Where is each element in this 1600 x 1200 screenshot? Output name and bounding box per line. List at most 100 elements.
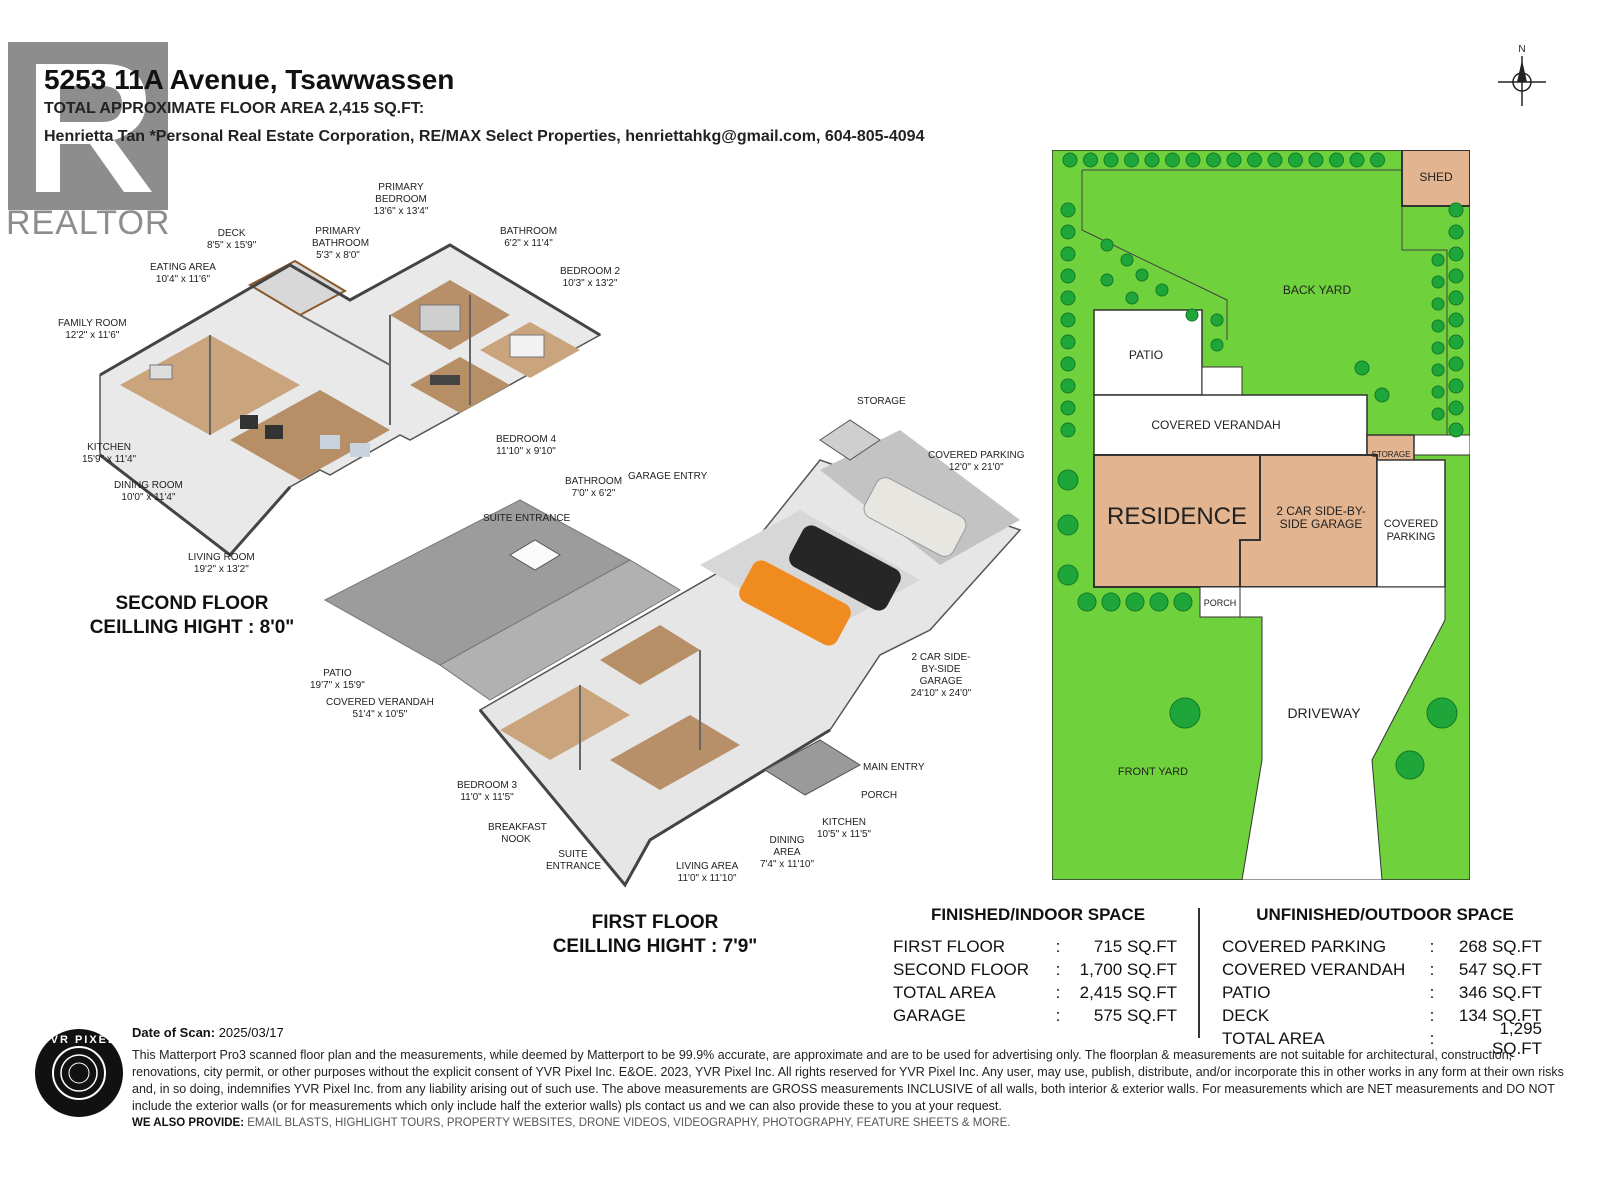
tree-icon: [1448, 290, 1464, 306]
finished-space-row: GARAGE: 575 SQ.FT: [893, 1004, 1183, 1027]
unfinished-space-label: COVERED VERANDAH: [1222, 959, 1406, 979]
tree-icon: [1431, 341, 1445, 355]
also-provide-text: EMAIL BLASTS, HIGHLIGHT TOURS, PROPERTY …: [247, 1117, 1011, 1129]
tree-icon: [1144, 152, 1160, 168]
label-garage-entry: GARAGE ENTRY: [628, 471, 708, 482]
tree-icon: [1173, 592, 1193, 612]
tree-icon: [1060, 268, 1076, 284]
tree-icon: [1165, 152, 1180, 168]
finished-space-label: FIRST FLOOR: [893, 936, 1006, 956]
tree-icon: [1100, 273, 1114, 287]
finished-space-value: 575 SQ.FT: [1093, 1005, 1177, 1025]
agent-contact-line: Henrietta Tan *Personal Real Estate Corp…: [44, 128, 925, 145]
unfinished-space-title: UNFINISHED/OUTDOOR SPACE: [1256, 905, 1514, 924]
tree-icon: [1060, 400, 1076, 416]
scan-date-line: Date of Scan: 2025/03/17: [132, 1025, 284, 1040]
tree-icon: [1060, 378, 1076, 394]
tree-icon: [1135, 268, 1149, 282]
second-floor-title: SECOND FLOOR CEILLING HIGHT : 8'0": [89, 593, 295, 638]
tree-icon: [1448, 334, 1464, 350]
label-porch-1f: PORCH: [861, 790, 898, 801]
also-provide-line: WE ALSO PROVIDE: EMAIL BLASTS, HIGHLIGHT…: [132, 1117, 1010, 1129]
finished-space-value: 2,415 SQ.FT: [1079, 982, 1177, 1002]
unfinished-space-row: PATIO:346 SQ.FT: [1222, 981, 1548, 1004]
unfinished-space-label: COVERED PARKING: [1222, 936, 1387, 956]
tree-icon: [1308, 152, 1324, 168]
unfinished-space-sep: :: [1429, 1028, 1435, 1048]
site-plan: [1051, 149, 1471, 881]
tree-icon: [1060, 422, 1076, 438]
site-label-shed: SHED: [1419, 170, 1453, 184]
realtor-logo: [8, 42, 168, 210]
tree-icon: [1374, 387, 1390, 403]
unfinished-space-value: 346 SQ.FT: [1458, 982, 1542, 1002]
tree-icon: [1247, 152, 1262, 168]
tree-icon: [1329, 152, 1344, 168]
unfinished-space-sep: :: [1429, 936, 1435, 956]
tree-icon: [1267, 152, 1283, 168]
finished-space-table: FINISHED/INDOOR SPACE FIRST FLOOR: 715 SQ…: [893, 905, 1183, 1027]
tree-icon: [1185, 152, 1201, 168]
finished-space-row: FIRST FLOOR: 715 SQ.FT: [893, 935, 1183, 958]
site-label-back-yard: BACK YARD: [1282, 283, 1352, 297]
tree-icon: [1431, 363, 1445, 377]
tree-icon: [1060, 290, 1076, 306]
tree-icon: [1431, 407, 1445, 421]
tree-icon: [1060, 356, 1076, 372]
label-storage: STORAGE: [857, 396, 906, 407]
finished-space-row: SECOND FLOOR:1,700 SQ.FT: [893, 958, 1183, 981]
yvr-pixel-logo-text: YVR PIXEL: [41, 1034, 117, 1046]
tree-icon: [1125, 291, 1139, 305]
tree-icon: [1062, 152, 1078, 168]
tree-icon: [1100, 238, 1114, 252]
unfinished-space-label: PATIO: [1222, 982, 1271, 1002]
tree-icon: [1448, 422, 1464, 438]
finished-space-label: SECOND FLOOR: [893, 959, 1030, 979]
finished-space-sep: :: [1055, 1005, 1061, 1025]
tree-icon: [1288, 152, 1303, 168]
tree-icon: [1185, 308, 1199, 322]
tree-icon: [1354, 360, 1370, 376]
unfinished-space-value: 1,295 SQ.FT: [1491, 1018, 1542, 1058]
tree-icon: [1060, 246, 1076, 262]
tree-icon: [1370, 152, 1385, 168]
tree-icon: [1210, 338, 1224, 352]
finished-space-sep: :: [1055, 936, 1061, 956]
site-label-covered-verandah: COVERED VERANDAH: [1151, 418, 1281, 432]
site-label-driveway: DRIVEWAY: [1287, 705, 1361, 721]
tree-icon: [1060, 334, 1076, 350]
tree-icon: [1349, 152, 1365, 168]
site-label-front-yard: FRONT YARD: [1117, 766, 1189, 778]
unfinished-space-value: 134 SQ.FT: [1458, 1005, 1542, 1025]
finished-space-label: GARAGE: [893, 1005, 966, 1025]
tree-icon: [1448, 378, 1464, 394]
compass-north-letter: N: [1518, 44, 1526, 55]
site-label-residence: RESIDENCE: [1106, 503, 1248, 530]
tree-icon: [1125, 592, 1145, 612]
tree-icon: [1155, 283, 1169, 297]
tree-icon: [1120, 253, 1134, 267]
tree-icon: [1057, 469, 1079, 491]
yvr-pixel-logo: YVR PIXEL: [34, 1028, 124, 1118]
finished-space-sep: :: [1055, 959, 1061, 979]
finished-space-title: FINISHED/INDOOR SPACE: [930, 905, 1146, 924]
tree-icon: [1206, 152, 1221, 168]
site-label-garage: 2 CAR SIDE-BY-SIDE GARAGE: [1276, 504, 1366, 531]
tree-icon: [1103, 152, 1119, 168]
tree-icon: [1057, 514, 1079, 536]
unfinished-space-sep: :: [1429, 959, 1435, 979]
finished-space-value: 715 SQ.FT: [1093, 936, 1177, 956]
tree-icon: [1057, 564, 1079, 586]
